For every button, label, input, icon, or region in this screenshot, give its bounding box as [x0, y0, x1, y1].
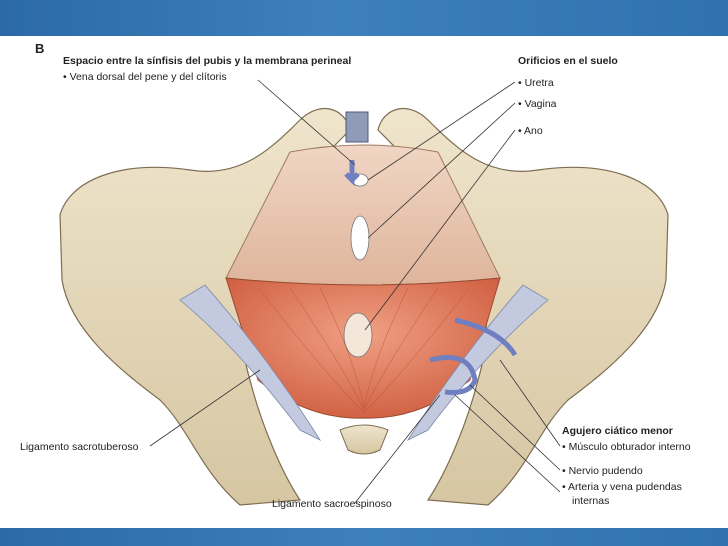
label-vagina: Vagina	[518, 98, 557, 110]
coccyx	[339, 424, 389, 455]
left-item: Vena dorsal del pene y del clítoris	[63, 71, 227, 83]
panel-letter: B	[35, 41, 45, 56]
top-banner	[0, 0, 728, 36]
sciatic-title: Agujero ciático menor	[562, 425, 673, 437]
left-title: Espacio entre la sínfisis del pubis y la…	[63, 55, 352, 67]
anus-opening	[343, 312, 373, 358]
label-pudendal-vessels: Arteria y vena pudendas	[562, 481, 682, 493]
vagina-opening	[350, 215, 370, 261]
sciatic-arrow-2	[429, 355, 478, 395]
label-obturator: Músculo obturador interno	[562, 441, 691, 453]
pubic-symphysis	[345, 111, 369, 143]
muscle-fibers	[259, 287, 469, 413]
label-urethra: Uretra	[518, 77, 554, 89]
sciatic-arrow-1	[454, 317, 518, 357]
right-sacrotuberous-ligament	[406, 284, 549, 441]
label-sacrotuberous: Ligamento sacrotuberoso	[20, 441, 139, 453]
pelvis-illustration	[59, 79, 669, 506]
leader-lines	[149, 79, 561, 504]
label-pudendal-nerve: Nervio pudendo	[562, 465, 643, 477]
label-sacrospinous: Ligamento sacroespinoso	[272, 498, 392, 510]
label-internas: internas	[572, 495, 610, 507]
dorsal-vein-arrow	[344, 160, 360, 187]
right-title: Orificios en el suelo	[518, 55, 618, 67]
left-sacrotuberous-ligament	[179, 284, 322, 441]
bottom-banner	[0, 528, 728, 546]
label-anus: Ano	[518, 125, 543, 137]
